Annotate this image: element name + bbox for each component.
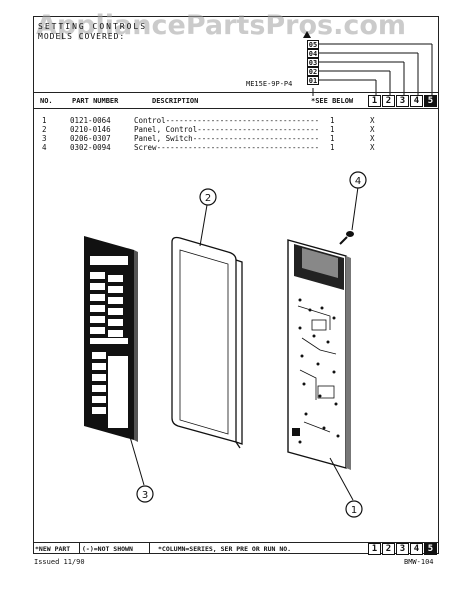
table-top-rule: [33, 92, 439, 93]
footer-series-box: 4: [410, 543, 423, 555]
issued-date: Issued 11/90: [34, 558, 85, 566]
series-label: 04: [307, 49, 319, 58]
switch-panel-illustration: [84, 236, 138, 442]
row-qty: 1: [330, 143, 335, 152]
footer-new-part: *NEW PART: [35, 545, 71, 553]
control-panel-illustration: [171, 236, 243, 449]
row-part: 0206-0307: [70, 134, 111, 143]
footer-series-box: 2: [382, 543, 395, 555]
row-part: 0121-0064: [70, 116, 111, 125]
row-desc: Screw-----------------------------------…: [134, 143, 320, 152]
series-box: 3: [396, 95, 409, 107]
series-box: 2: [382, 95, 395, 107]
col-no: NO.: [40, 97, 53, 105]
series-label: 01: [307, 76, 319, 85]
callout-2: 2: [199, 188, 217, 206]
callout-label: 2: [205, 193, 211, 204]
row-qty: 1: [330, 116, 335, 125]
series-label: 02: [307, 67, 319, 76]
page-code: BMW-104: [404, 558, 434, 566]
series-box: 5: [424, 95, 437, 107]
row-part: 0302-0094: [70, 143, 111, 152]
footer-not-shown: (-)=NOT SHOWN: [82, 545, 133, 553]
callout-label: 3: [142, 490, 148, 501]
page-frame: [33, 16, 439, 554]
row-qty: 1: [330, 134, 335, 143]
parts-diagram: 2 4 1 3: [84, 171, 367, 518]
col-see-below: *SEE BELOW: [311, 97, 354, 105]
row-mark: X: [370, 143, 375, 152]
row-part: 0210-0146: [70, 125, 111, 134]
row-mark: X: [370, 134, 375, 143]
series-ladder: [303, 31, 433, 96]
col-description: DESCRIPTION: [152, 97, 199, 105]
callout-1: 1: [345, 500, 363, 518]
footer-series-box: 5: [424, 543, 437, 555]
row-desc: Panel, Control--------------------------…: [134, 125, 320, 134]
callout-label: 1: [351, 505, 357, 516]
row-no: 1: [42, 116, 47, 125]
model-code: ME15E-9P-P4: [246, 80, 293, 88]
callout-label: 4: [355, 176, 361, 187]
header-subtitle: MODELS COVERED:: [38, 32, 126, 41]
row-mark: X: [370, 116, 375, 125]
series-label: 03: [307, 58, 319, 67]
watermark: AppliancePartsPros.com: [36, 10, 407, 41]
row-mark: X: [370, 125, 375, 134]
row-qty: 1: [330, 125, 335, 134]
row-desc: Control---------------------------------…: [134, 116, 320, 125]
row-desc: Panel, Switch---------------------------…: [134, 134, 320, 143]
series-box: 1: [368, 95, 381, 107]
footer-series-box: 1: [368, 543, 381, 555]
series-box: 4: [410, 95, 423, 107]
control-board-illustration: [287, 239, 351, 470]
screw-illustration: [339, 231, 354, 245]
callout-4: 4: [349, 171, 367, 189]
row-no: 2: [42, 125, 47, 134]
row-no: 3: [42, 134, 47, 143]
series-label: 05: [307, 40, 319, 49]
footer-rule: [33, 542, 439, 543]
row-no: 4: [42, 143, 47, 152]
footer-column-note: *COLUMN=SERIES, SER PRE OR RUN NO.: [158, 545, 292, 553]
table-header-rule: [33, 108, 439, 109]
callout-3: 3: [136, 485, 154, 503]
col-part-number: PART NUMBER: [72, 97, 119, 105]
footer-series-box: 3: [396, 543, 409, 555]
header-title: SETTING CONTROLS: [38, 22, 148, 31]
